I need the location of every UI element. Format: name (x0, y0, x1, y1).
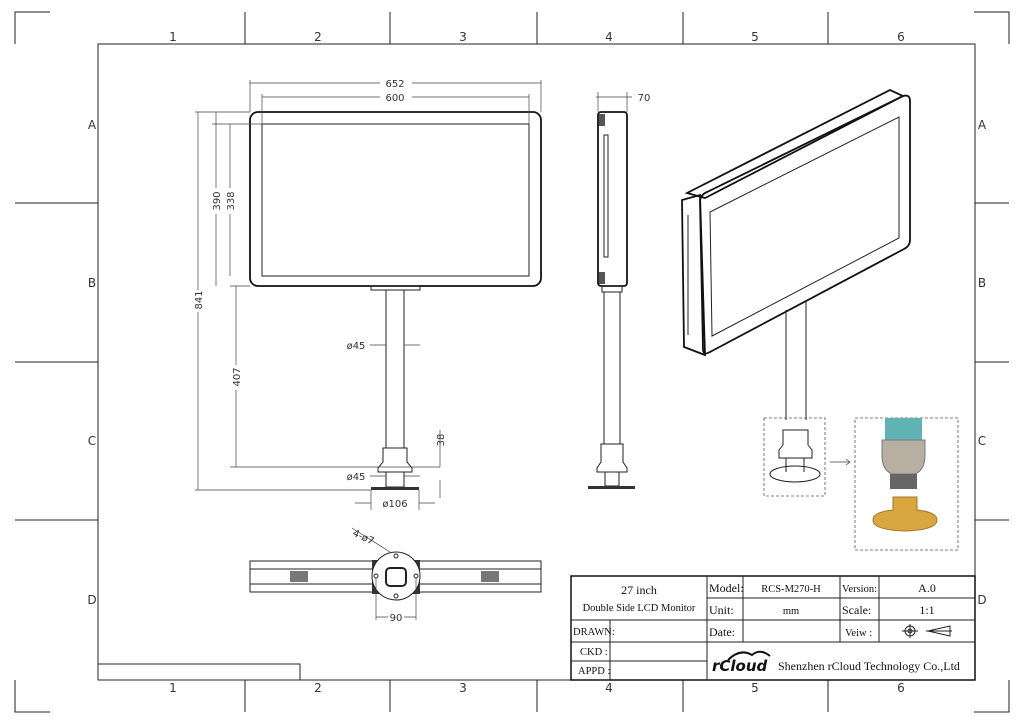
zone-row-c: C (88, 434, 96, 448)
zone-col-2: 2 (314, 30, 322, 44)
scale-value: 1:1 (919, 603, 934, 617)
model-value: RCS-M270-H (761, 584, 821, 595)
zone-col-1-bottom: 1 (169, 681, 177, 695)
side-view: 70 (588, 92, 650, 489)
dim-pole-diameter: ø45 (347, 341, 366, 352)
zone-row-d-right: D (977, 593, 986, 607)
view-label: Veiw : (845, 628, 872, 639)
zone-row-a-right: A (978, 118, 987, 132)
zone-col-5: 5 (751, 30, 759, 44)
unit-value: mm (783, 606, 799, 617)
dim-panel-height: 390 (212, 191, 223, 210)
dim-stem-diameter: ø45 (347, 472, 366, 483)
unit-label: Unit: (709, 603, 734, 617)
logo-text: rCloud (712, 657, 768, 675)
detail-collar (881, 439, 926, 475)
checked-label: CKD : (580, 647, 608, 658)
zone-col-5-bottom: 5 (751, 681, 759, 695)
product-line1: 27 inch (621, 583, 657, 597)
zone-col-1: 1 (169, 30, 177, 44)
dim-base-diameter: ø106 (382, 499, 407, 510)
title-block: 27 inch Double Side LCD Monitor Model: R… (570, 575, 976, 681)
zone-col-6: 6 (897, 30, 905, 44)
model-label: Model: (709, 581, 744, 595)
dim-screen-width: 600 (385, 93, 404, 104)
dim-mount-spacing: 90 (390, 613, 403, 624)
zone-row-c-right: C (978, 434, 986, 448)
zone-row-b: B (88, 276, 96, 290)
front-view: 652 600 841 390 338 407 38 ø45 ø45 ø106 (194, 79, 542, 510)
zone-row-d: D (87, 593, 96, 607)
dim-collar-height: 38 (436, 434, 447, 447)
version-label: Version: (842, 584, 877, 595)
isometric-view (681, 89, 959, 551)
scale-label: Scale: (842, 603, 871, 617)
zone-labels: 1 2 3 4 5 6 1 2 3 4 5 6 A B C D A B C D (87, 30, 987, 695)
zone-col-6-bottom: 6 (897, 681, 905, 695)
projection-symbol-icon (902, 624, 952, 638)
dim-total-height: 841 (194, 290, 205, 309)
rcloud-logo: rCloud (712, 650, 771, 675)
detail-base (872, 496, 938, 532)
dim-overall-width: 652 (385, 79, 404, 90)
drawn-label: DRAWN: (573, 627, 615, 638)
dim-screen-height: 338 (226, 191, 237, 210)
dim-pole-height: 407 (232, 367, 243, 386)
product-line2: Double Side LCD Monitor (583, 603, 696, 614)
zone-col-2-bottom: 2 (314, 681, 322, 695)
zone-row-a: A (88, 118, 97, 132)
dim-depth: 70 (638, 93, 651, 104)
dim-mount-holes: 4-ø7 (351, 528, 376, 547)
zone-col-4: 4 (605, 30, 613, 44)
approved-label: APPD : (578, 666, 610, 677)
bottom-view: 90 4-ø7 (249, 527, 542, 624)
sheet-border (14, 11, 1010, 713)
zone-col-3: 3 (459, 30, 467, 44)
version-value: A.0 (918, 581, 936, 595)
company-name: Shenzhen rCloud Technology Co.,Ltd (778, 659, 960, 673)
detail-pole (885, 418, 922, 442)
zone-col-4-bottom: 4 (605, 681, 613, 695)
zone-row-b-right: B (978, 276, 986, 290)
date-label: Date: (709, 625, 735, 639)
zone-col-3-bottom: 3 (459, 681, 467, 695)
